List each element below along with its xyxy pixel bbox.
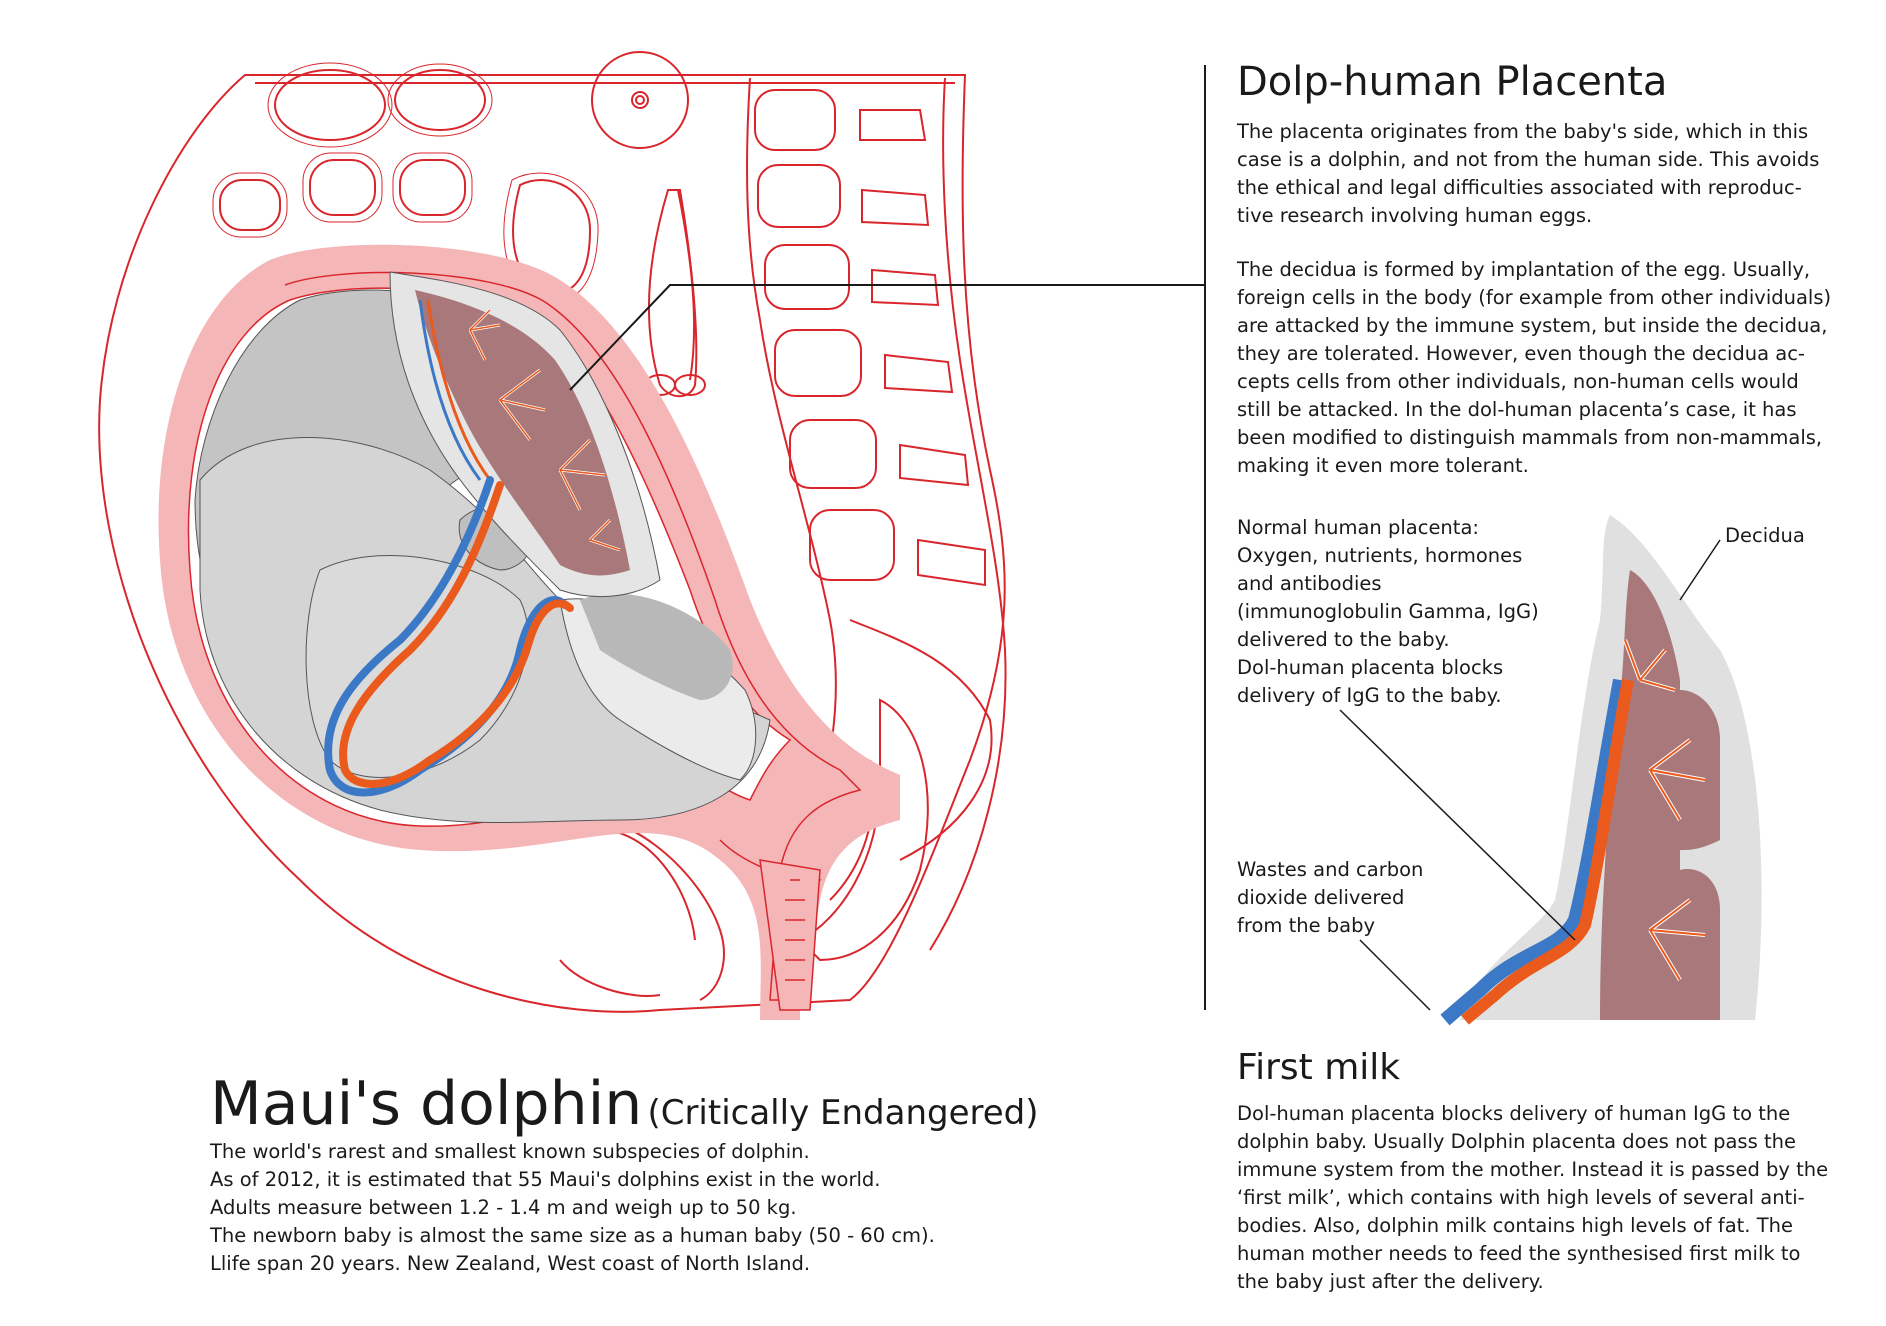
text-line: they are tolerated. However, even though… <box>1237 342 1805 365</box>
dolphin-section: Maui's dolphin (Critically Endangered) T… <box>210 1074 1110 1278</box>
placenta-paragraph-2: The decidua is formed by implantation of… <box>1237 256 1857 480</box>
text-line: ‘first milk’, which contains with high l… <box>1237 1185 1805 1209</box>
text-line: human mother needs to feed the synthesis… <box>1237 1241 1801 1265</box>
text-line: Llife span 20 years. New Zealand, West c… <box>210 1252 811 1275</box>
text-line: Oxygen, nutrients, hormones <box>1237 544 1523 567</box>
placenta-paragraph-1: The placenta originates from the baby's … <box>1237 118 1857 230</box>
text-line: dolphin baby. Usually Dolphin placenta d… <box>1237 1129 1796 1153</box>
first-milk-section: First milk Dol-human placenta blocks del… <box>1237 1048 1857 1296</box>
text-line: from the baby <box>1237 914 1376 937</box>
intestine-loops <box>212 51 689 302</box>
text-line: The world's rarest and smallest known su… <box>210 1140 810 1163</box>
text-line: The placenta originates from the baby's … <box>1237 120 1809 143</box>
text-line: are attacked by the immune system, but i… <box>1237 314 1828 337</box>
text-line: Dol-human placenta blocks delivery of hu… <box>1237 1101 1791 1125</box>
text-line: Wastes and carbon <box>1237 858 1424 881</box>
placenta-section: Dolp-human Placenta The placenta origina… <box>1237 60 1857 480</box>
placenta-title: Dolp-human Placenta <box>1237 59 1668 105</box>
label-leaders <box>1339 539 1721 1011</box>
text-line: cepts cells from other individuals, non-… <box>1237 370 1799 393</box>
text-line: tive research involving human eggs. <box>1237 204 1593 227</box>
umbilical-cord <box>324 476 574 797</box>
text-line: making it even more tolerant. <box>1237 454 1529 477</box>
text-line: the baby just after the delivery. <box>1237 1269 1544 1293</box>
text-line: Normal human placenta: <box>1237 516 1479 539</box>
dolphin-status: (Critically Endangered) <box>647 1093 1039 1133</box>
text-line: case is a dolphin, and not from the huma… <box>1237 148 1820 171</box>
first-milk-body: Dol-human placenta blocks delivery of hu… <box>1237 1100 1857 1296</box>
text-line: the ethical and legal difficulties assoc… <box>1237 176 1802 199</box>
first-milk-title: First milk <box>1237 1047 1401 1088</box>
vessel-loop <box>644 189 706 398</box>
text-line: delivery of IgG to the baby. <box>1237 684 1502 707</box>
text-line: been modified to distinguish mammals fro… <box>1237 426 1823 449</box>
normal-placenta-label: Normal human placenta: Oxygen, nutrients… <box>1237 514 1539 710</box>
text-line: foreign cells in the body (for example f… <box>1237 286 1832 309</box>
text-line: (immunoglobulin Gamma, IgG) <box>1237 600 1539 623</box>
text-line: Dol-human placenta blocks <box>1237 656 1504 679</box>
placenta-detail <box>1440 515 1762 1026</box>
text-line: immune system from the mother. Instead i… <box>1237 1157 1829 1181</box>
dolphin-heading: Maui's dolphin (Critically Endangered) <box>210 1074 1110 1134</box>
text-line: The newborn baby is almost the same size… <box>210 1224 935 1247</box>
text-line: bodies. Also, dolphin milk contains high… <box>1237 1213 1793 1237</box>
dolphin-facts: The world's rarest and smallest known su… <box>210 1138 1110 1278</box>
dolphin-title: Maui's dolphin <box>210 1069 643 1139</box>
text-line: Adults measure between 1.2 - 1.4 m and w… <box>210 1196 797 1219</box>
text-line: and antibodies <box>1237 572 1382 595</box>
text-line: dioxide delivered <box>1237 886 1405 909</box>
text-line: As of 2012, it is estimated that 55 Maui… <box>210 1168 881 1191</box>
text-line: The decidua is formed by implantation of… <box>1237 258 1811 281</box>
decidua-label: Decidua <box>1725 524 1805 547</box>
placenta-small <box>389 271 661 597</box>
callout-pointer <box>569 65 1206 1010</box>
text-line: still be attacked. In the dol-human plac… <box>1237 398 1797 421</box>
wastes-label: Wastes and carbon dioxide delivered from… <box>1237 856 1423 940</box>
text-line: delivered to the baby. <box>1237 628 1450 651</box>
